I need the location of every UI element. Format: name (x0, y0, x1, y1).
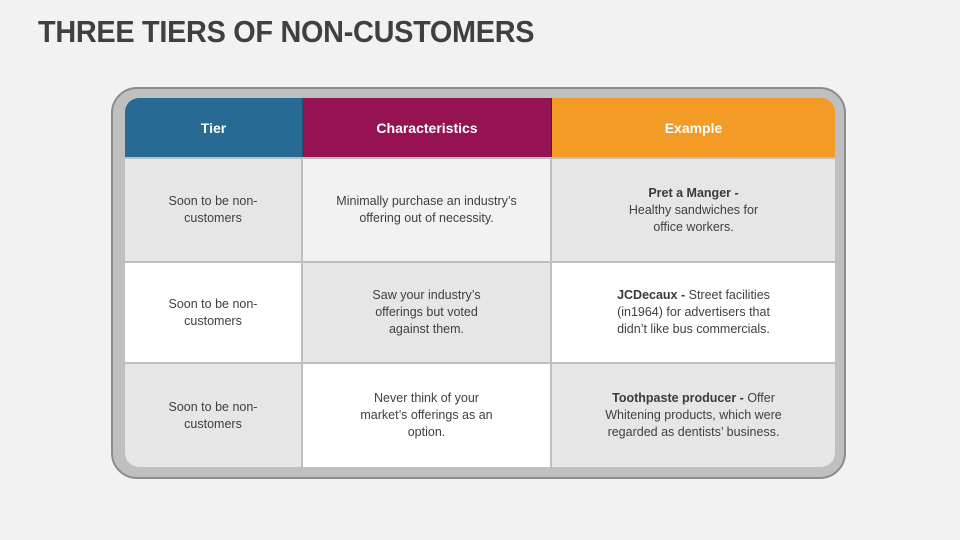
row-1-tier-text: Soon to be non-customers (168, 194, 258, 225)
header-tier: Tier (125, 98, 303, 157)
row-1-tier: Soon to be non-customers (125, 157, 303, 261)
row-3-tier: Soon to be non-customers (125, 362, 303, 467)
slide-title: THREE TIERS OF NON-CUSTOMERS (38, 14, 535, 49)
row-2-characteristics-text: Saw your industry’s offerings but voted … (372, 288, 481, 336)
row-1-example-company: Pret a Manger - (648, 185, 739, 200)
row-2-characteristics: Saw your industry’s offerings but voted … (303, 261, 552, 362)
row-3-example: Toothpaste producer - Offer Whitening pr… (552, 362, 835, 467)
row-3-characteristics: Never think of your market’s offerings a… (303, 362, 552, 467)
header-characteristics: Characteristics (303, 98, 552, 157)
row-2-example-text: JCDecaux - Street facilities (in1964) fo… (601, 287, 786, 338)
row-3-example-company: Toothpaste producer - (612, 391, 744, 405)
row-1-example-description: Healthy sandwiches for office workers. (628, 202, 759, 234)
row-3-example-text: Toothpaste producer - Offer Whitening pr… (594, 390, 794, 441)
row-2-tier: Soon to be non-customers (125, 261, 303, 362)
row-2-example-description: Street facilities (in1964) for advertise… (617, 288, 770, 336)
header-example: Example (552, 98, 835, 157)
row-3-tier-text: Soon to be non-customers (168, 399, 258, 431)
row-2-example-company: JCDecaux - (617, 288, 686, 302)
row-2-tier-text: Soon to be non-customers (168, 296, 258, 328)
non-customers-table: Tier Characteristics Example Soon to be … (125, 98, 835, 467)
row-1-example: Pret a Manger - Healthy sandwiches for o… (552, 157, 835, 261)
row-3-example-description: Offer Whitening products, which were reg… (605, 391, 782, 439)
row-2-example: JCDecaux - Street facilities (in1964) fo… (552, 261, 835, 362)
row-1-example-text: Pret a Manger - Healthy sandwiches for o… (619, 185, 769, 236)
row-1-characteristics: Minimally purchase an industry’s offerin… (303, 157, 552, 261)
row-3-characteristics-text: Never think of your market’s offerings a… (360, 391, 493, 439)
row-1-characteristics-text: Minimally purchase an industry’s offerin… (336, 194, 517, 225)
